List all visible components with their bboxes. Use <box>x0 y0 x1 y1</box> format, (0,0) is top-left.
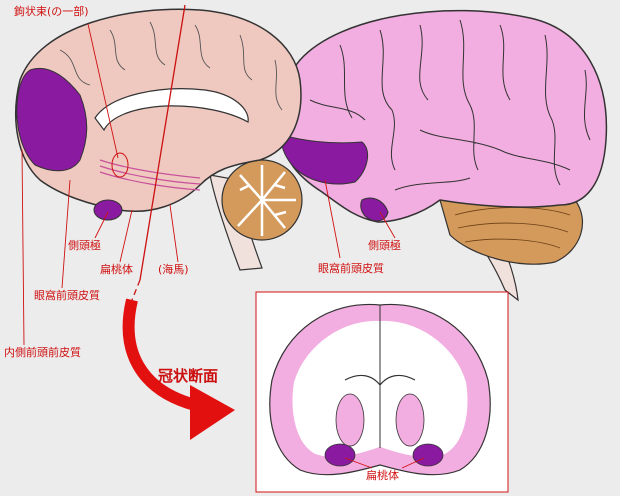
coronal-amygdala-right <box>412 443 444 467</box>
lateral-brain <box>278 9 608 302</box>
medial-hemisphere <box>15 8 302 212</box>
temporal-pole-right-label: 側頭極 <box>368 239 401 252</box>
label-leader-lines <box>21 23 396 346</box>
section-line <box>139 4 186 281</box>
uncinate-label: 鉤状束(の一部) <box>14 5 89 18</box>
coronal-section-panel <box>255 291 509 493</box>
corpus-callosum <box>94 88 249 132</box>
coronal-arrow <box>122 298 235 440</box>
ofc-left-label: 眼窩前頭皮質 <box>34 289 100 302</box>
coronal-section-label: 冠状断面 <box>158 367 219 385</box>
lateral-temporal-pole-highlight <box>360 197 389 222</box>
temporal-pole-left-label: 側頭極 <box>68 239 101 252</box>
amygdala-left-label: 扁桃体 <box>100 263 133 276</box>
amygdala-section-label: 扁桃体 <box>366 469 399 482</box>
uncinate-fasciculus <box>99 159 201 191</box>
lateral-cerebrum <box>278 9 608 223</box>
coronal-amygdala-left <box>324 443 356 467</box>
ofc-right-label: 眼窩前頭皮質 <box>318 262 384 275</box>
lateral-ofc-highlight <box>281 134 369 185</box>
medial-temporal-pole-highlight <box>93 199 123 221</box>
medial-brain <box>15 8 303 271</box>
hippocampus-label: (海馬) <box>158 263 189 276</box>
mpfc-label: 内側前頭前皮質 <box>4 346 81 359</box>
medial-prefrontal-highlight <box>16 68 88 172</box>
